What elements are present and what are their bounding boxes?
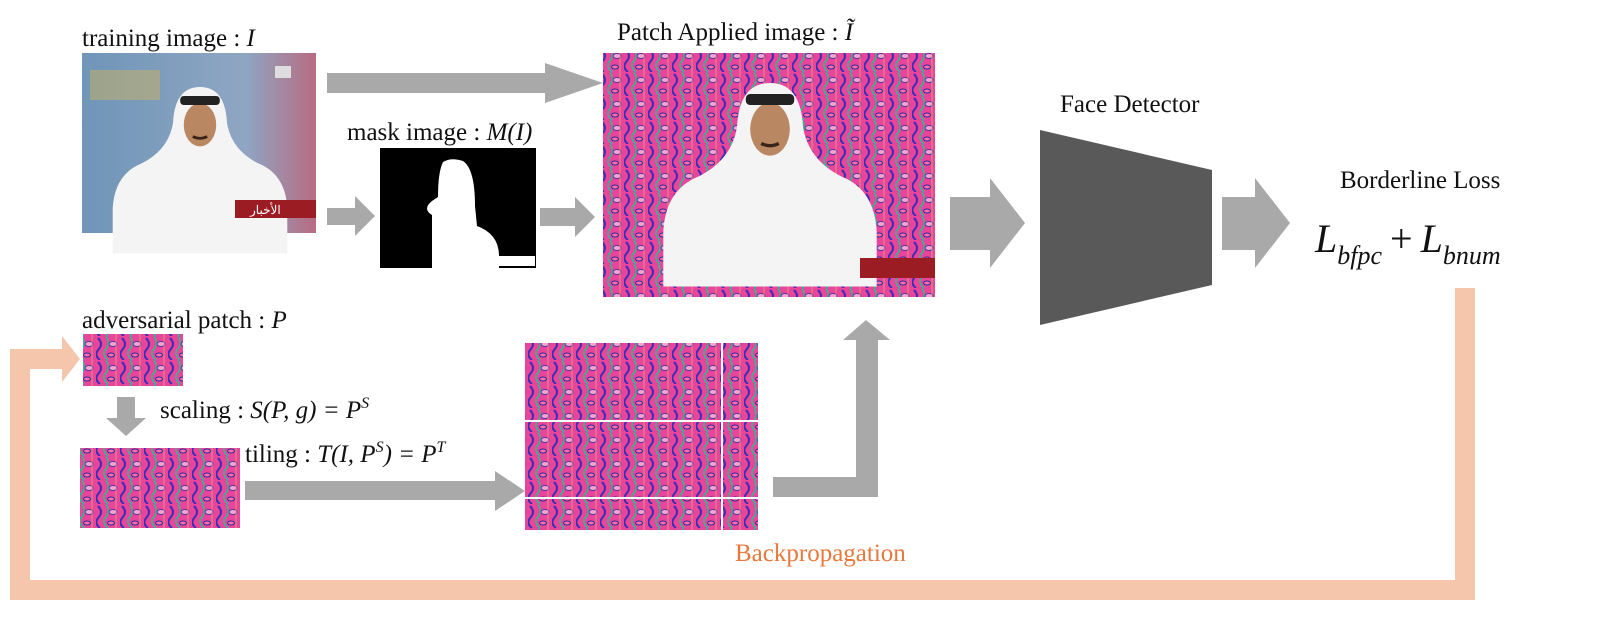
arrow-to-detector [950, 178, 1025, 268]
training-image-label: training image : I [82, 25, 257, 52]
patch-applied-image [603, 53, 935, 297]
arrow-scaling [106, 397, 146, 436]
arrow-tiled-to-patched [773, 320, 890, 497]
tiled-patch-image [525, 343, 758, 530]
backpropagation-label: Backpropagation [735, 540, 906, 567]
training-image: الأخبار [82, 53, 316, 255]
mask-image-label: mask image : M(I) [347, 119, 532, 146]
arrow-image-to-patched [327, 63, 603, 103]
scaling-label: scaling : S(P, g) = PS [160, 395, 369, 424]
adversarial-patch-label: adversarial patch : P [82, 307, 287, 334]
scaled-patch-image [80, 448, 240, 528]
arrow-to-loss [1222, 178, 1290, 268]
adversarial-patch-image [83, 334, 183, 386]
arrow-tiling [245, 471, 525, 511]
arrow-mask-to-patched [540, 197, 595, 237]
face-detector-label: Face Detector [1060, 91, 1200, 118]
borderline-loss-label: Borderline Loss [1340, 167, 1500, 194]
tv-logo-text: الأخبار [249, 202, 281, 217]
mask-image [380, 148, 536, 268]
arrow-image-to-mask [327, 196, 375, 236]
loss-formula: Lbfpc+Lbnum [1314, 216, 1501, 270]
patch-applied-label: Patch Applied image : Ĩ [617, 18, 856, 46]
tiling-label: tiling : T(I, PS) = PT [245, 439, 447, 468]
face-detector-block [1040, 130, 1212, 325]
